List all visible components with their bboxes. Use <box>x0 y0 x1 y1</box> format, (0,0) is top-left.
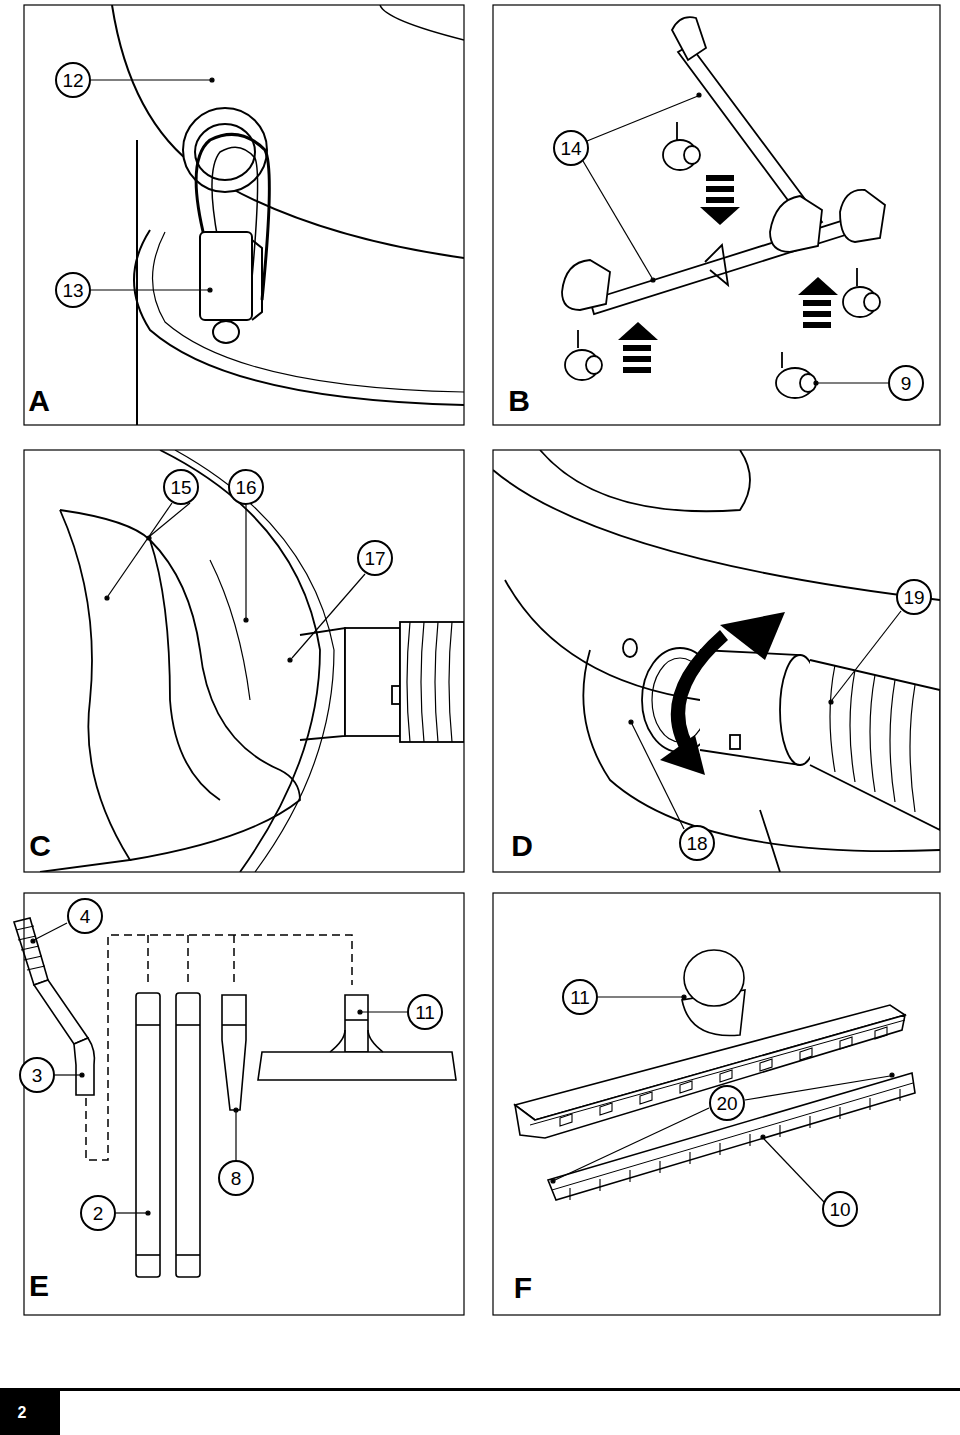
callout-number: 13 <box>55 272 91 308</box>
callout-number: 16 <box>228 469 264 505</box>
callout-number: 12 <box>55 62 91 98</box>
filter-bag-figure <box>40 450 464 872</box>
accessories-figure <box>14 918 456 1277</box>
hose-inlet-figure <box>493 450 940 872</box>
tank-clip-figure <box>112 5 464 425</box>
callout-number: 4 <box>67 898 103 934</box>
callout-number: 18 <box>679 825 715 861</box>
callout-number: 2 <box>80 1195 116 1231</box>
callout-number: 8 <box>218 1160 254 1196</box>
callout-number: 20 <box>709 1085 745 1121</box>
leader-lines <box>91 78 214 292</box>
caster-frame-figure <box>562 17 885 398</box>
callout-number: 14 <box>553 130 589 166</box>
callout-number: 10 <box>822 1191 858 1227</box>
callout-number: 11 <box>407 994 443 1030</box>
callout-number: 17 <box>357 540 393 576</box>
floor-tool-figure <box>515 950 915 1200</box>
panel-letter: F <box>514 1273 532 1303</box>
leader-lines <box>31 923 407 1215</box>
leader-lines <box>105 503 365 662</box>
direction-arrows <box>618 175 838 373</box>
panel-frames <box>24 5 940 1315</box>
panel-letter: C <box>29 831 51 861</box>
panel-letter: D <box>511 831 533 861</box>
leader-lines <box>583 93 888 385</box>
callout-number: 9 <box>888 365 924 401</box>
leader-lines <box>629 611 901 829</box>
leader-lines <box>551 995 894 1202</box>
panel-letter: B <box>508 386 530 416</box>
rotation-arrow <box>660 612 785 775</box>
panel-letter: A <box>28 386 50 416</box>
callout-number: 11 <box>562 979 598 1015</box>
caster-wheels <box>565 122 880 398</box>
page-number: 2 <box>18 1405 27 1421</box>
callout-number: 15 <box>163 469 199 505</box>
callout-number: 3 <box>19 1057 55 1093</box>
callout-number: 19 <box>896 579 932 615</box>
page-footer <box>0 1388 960 1435</box>
assembly-bracket <box>86 935 352 1160</box>
panel-letter: E <box>29 1271 49 1301</box>
